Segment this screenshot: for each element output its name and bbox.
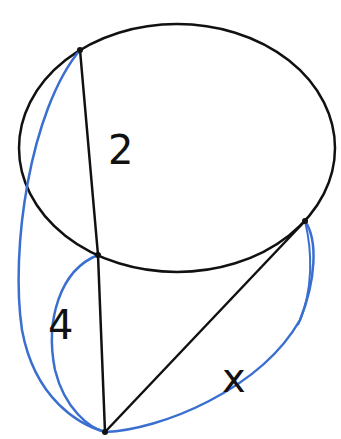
point (77, 47, 83, 53)
length-label: 2 (108, 130, 133, 170)
point (302, 218, 308, 224)
circle (19, 24, 335, 272)
secant-line (80, 50, 105, 432)
point (95, 252, 101, 258)
blue-arc (298, 221, 310, 325)
length-label: x (222, 358, 246, 398)
point (102, 429, 108, 435)
length-label: 4 (48, 305, 73, 345)
blue-arc (19, 50, 105, 432)
blue-arc (105, 221, 314, 432)
tangent-line (105, 221, 305, 432)
